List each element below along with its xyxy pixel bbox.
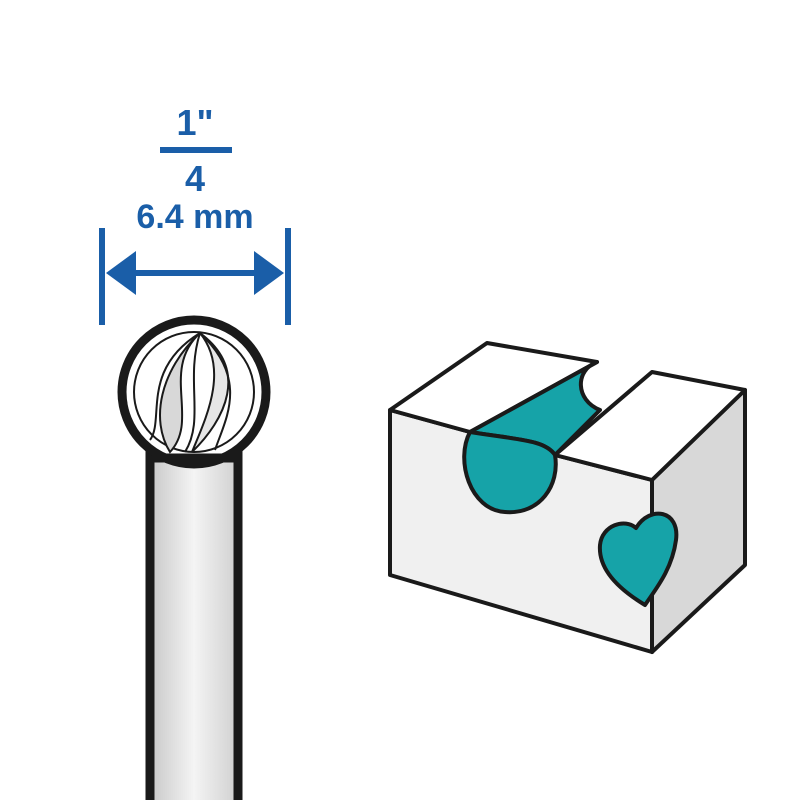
left-arrow-icon	[106, 251, 136, 295]
fraction-numerator: 1"	[176, 102, 214, 143]
right-arrow-icon	[254, 251, 284, 295]
heart-cutout	[597, 511, 679, 607]
burr-bit	[117, 315, 271, 800]
right-extent-line	[285, 228, 291, 325]
metric-size: 6.4 mm	[136, 198, 254, 236]
left-extent-line	[99, 228, 105, 325]
shank	[145, 450, 243, 800]
groove-profile	[462, 430, 558, 515]
dimension-markers	[99, 147, 291, 325]
workpiece-block	[388, 341, 747, 654]
fraction-bar	[160, 147, 232, 153]
block-top-right	[553, 370, 747, 482]
fraction-denominator: 4	[184, 158, 206, 199]
dimension-line	[130, 270, 260, 276]
